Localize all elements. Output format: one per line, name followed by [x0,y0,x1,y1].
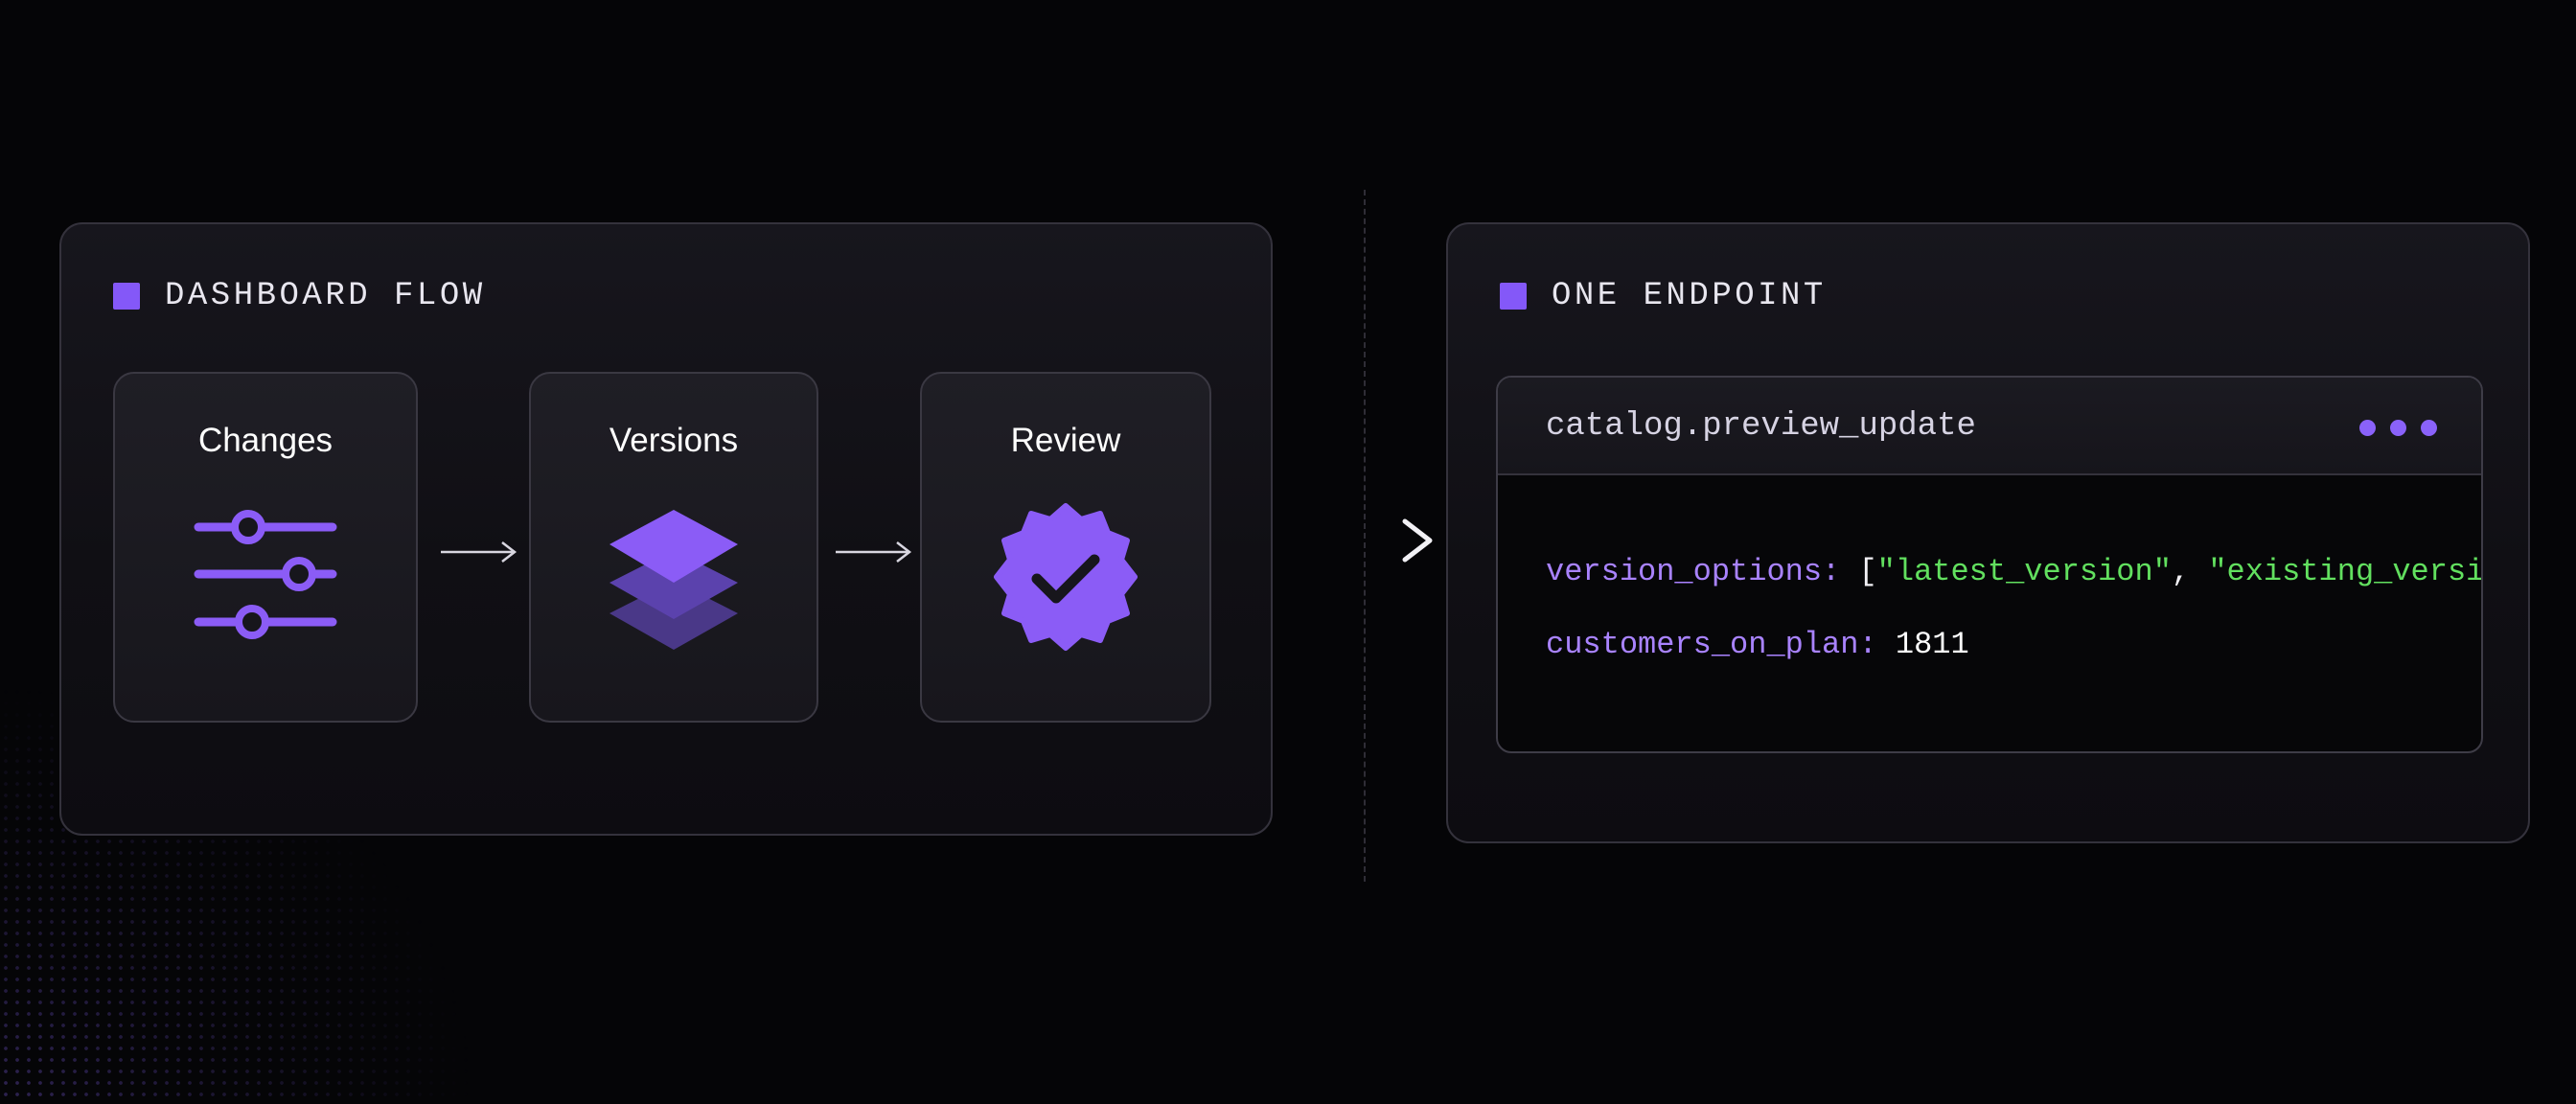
dashboard-flow-title: DASHBOARD FLOW [165,278,486,314]
endpoint-name: catalog.preview_update [1546,408,1976,445]
sliders-icon [189,506,342,655]
more-dots-icon[interactable] [2345,420,2437,436]
arrow-right-icon [441,541,518,563]
version-option-existing: "existing_version" [2208,554,2483,589]
one-endpoint-title: ONE ENDPOINT [1552,278,1827,314]
section-divider [1364,190,1366,882]
code-window-header: catalog.preview_update [1498,378,2481,475]
step-review-label: Review [1010,422,1121,459]
customers-on-plan-key: customers_on_plan: [1546,627,1877,662]
arrow-right-icon [1271,518,1433,563]
step-review-card: Review [920,372,1211,723]
dot [2359,420,2376,436]
version-options-key: version_options: [1546,554,1841,589]
customers-on-plan-value-spacer [1877,627,1896,662]
dashboard-flow-panel: DASHBOARD FLOW Changes Versions [59,222,1273,836]
layers-icon [602,504,746,662]
step-versions-label: Versions [609,422,739,459]
verified-badge-icon [991,502,1140,656]
code-line-version-options: version_options: ["latest_version", "exi… [1546,554,2483,589]
square-bullet-icon [113,283,140,310]
one-endpoint-panel: ONE ENDPOINT catalog.preview_update vers… [1446,222,2530,843]
dot [2421,420,2437,436]
endpoint-code-window: catalog.preview_update version_options: … [1496,376,2483,753]
code-line-customers-on-plan: customers_on_plan: 1811 [1546,627,1969,662]
comma: , [2171,554,2209,589]
version-option-latest: "latest_version" [1876,554,2172,589]
bracket-open: [ [1840,554,1877,589]
dot [2390,420,2406,436]
square-bullet-icon [1500,283,1527,310]
dashboard-flow-header: DASHBOARD FLOW [113,278,486,314]
step-changes-card: Changes [113,372,418,723]
customers-on-plan-value: 1811 [1895,627,1969,662]
one-endpoint-header: ONE ENDPOINT [1500,278,1827,314]
step-versions-card: Versions [529,372,818,723]
arrow-right-icon [836,541,912,563]
step-changes-label: Changes [197,422,334,459]
